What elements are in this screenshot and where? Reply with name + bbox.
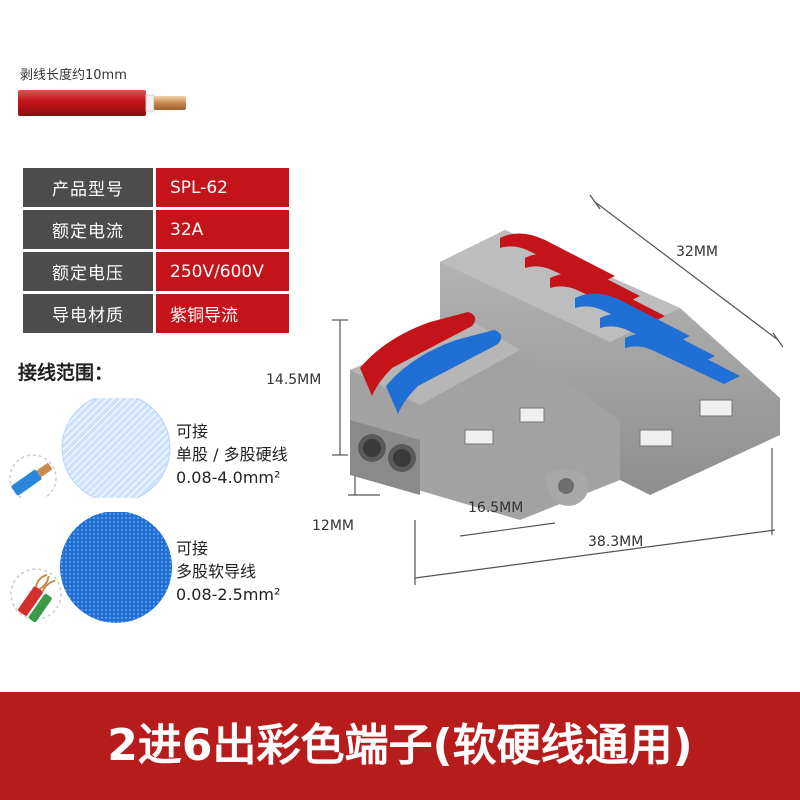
spec-row: 产品型号 SPL-62 <box>20 165 292 210</box>
solid-wire-icon <box>9 398 171 498</box>
spec-table: 产品型号 SPL-62 额定电流 32A 额定电压 250V/600V 导电材质… <box>20 165 292 336</box>
dim-depth: 32MM <box>676 244 718 260</box>
spec-key: 导电材质 <box>20 291 156 336</box>
spec-row: 导电材质 紫铜导流 <box>20 291 292 336</box>
connector-product-image <box>332 194 784 585</box>
dim-narrow-width: 16.5MM <box>468 500 524 516</box>
stripped-wire-image <box>18 90 186 116</box>
spec-value: SPL-62 <box>153 165 292 210</box>
dim-height: 14.5MM <box>266 372 322 388</box>
title-banner: 2进6出彩色端子(软硬线通用) <box>0 692 800 800</box>
spec-value: 250V/600V <box>153 249 292 294</box>
spec-value: 紫铜导流 <box>153 291 292 336</box>
spec-key: 产品型号 <box>20 165 156 210</box>
strip-length-label: 剥线长度约10mm <box>20 68 127 83</box>
banner-title: 2进6出彩色端子(软硬线通用) <box>107 720 693 771</box>
spec-row: 额定电流 32A <box>20 207 292 252</box>
spec-row: 额定电压 250V/600V <box>20 249 292 294</box>
spec-key: 额定电压 <box>20 249 156 294</box>
dim-total-width: 38.3MM <box>588 534 644 550</box>
dim-side-height: 12MM <box>312 518 354 534</box>
stranded-wire-icon <box>10 512 172 623</box>
wiring-range-title: 接线范围： <box>18 362 114 384</box>
spec-value: 32A <box>153 207 292 252</box>
spec-key: 额定电流 <box>20 207 156 252</box>
stranded-wire-desc: 可接 多股软导线 0.08-2.5mm² <box>176 539 281 604</box>
solid-wire-desc: 可接 单股 / 多股硬线 0.08-4.0mm² <box>176 422 288 487</box>
